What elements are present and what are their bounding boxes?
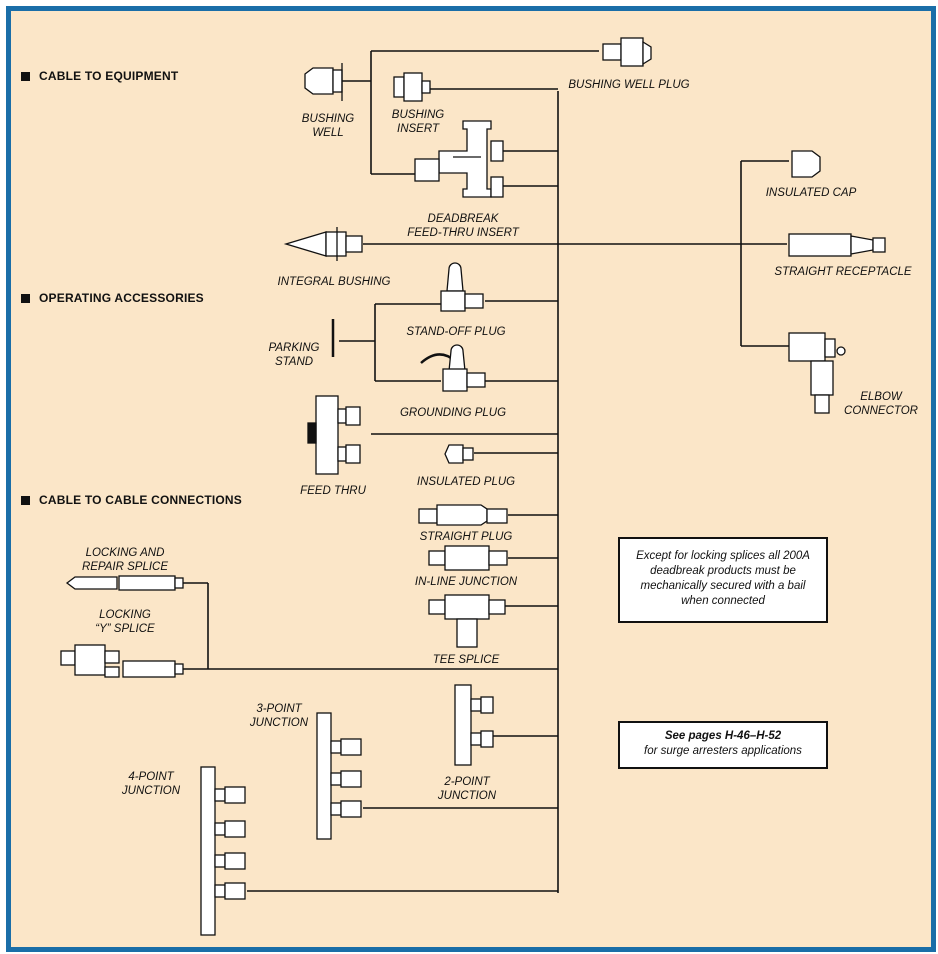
grounding-plug-part [420, 344, 486, 392]
section-cable-to-cable: CABLE TO CABLE CONNECTIONS [21, 493, 242, 507]
label-locking-repair-splice: LOCKING AND REPAIR SPLICE [81, 547, 169, 573]
bullet-square-icon [21, 294, 30, 303]
stand-off-plug-part [440, 262, 484, 312]
label-bushing-well-plug: BUSHING WELL PLUG [568, 79, 690, 91]
bullet-square-icon [21, 496, 30, 505]
insulated-plug-part [444, 444, 474, 464]
locking-y-splice-part [60, 644, 184, 678]
three-point-junction-part [316, 712, 362, 840]
bushing-well-part [304, 63, 343, 101]
section-operating-accessories: OPERATING ACCESSORIES [21, 291, 204, 305]
in-line-junction-part [428, 545, 508, 571]
label-locking-y-splice: LOCKING “Y” SPLICE [95, 609, 155, 635]
label-bushing-insert: BUSHING INSERT [391, 109, 445, 135]
label-straight-receptacle: STRAIGHT RECEPTACLE [774, 266, 912, 278]
label-elbow-connector: ELBOW CONNECTOR [844, 391, 918, 417]
section-cable-to-equipment: CABLE TO EQUIPMENT [21, 69, 178, 83]
four-point-junction-part [200, 766, 246, 936]
insulated-cap-part [791, 150, 821, 178]
label-insulated-plug: INSULATED PLUG [416, 476, 516, 488]
label-parking-stand: PARKING STAND [268, 342, 320, 368]
label-tee-splice: TEE SPLICE [432, 654, 500, 666]
label-4-point-junction: 4-POINT JUNCTION [121, 771, 181, 797]
connection-lines [60, 37, 886, 936]
straight-receptacle-part [788, 233, 886, 257]
label-in-line-junction: IN-LINE JUNCTION [414, 576, 518, 588]
surge-note-box: See pages H-46–H-52 for surge arresters … [618, 721, 828, 769]
two-point-junction-part [454, 684, 494, 766]
label-stand-off-plug: STAND-OFF PLUG [406, 326, 506, 338]
bushing-insert-part [393, 72, 431, 102]
integral-bushing-part [283, 227, 363, 261]
label-integral-bushing: INTEGRAL BUSHING [277, 276, 391, 288]
label-2-point-junction: 2-POINT JUNCTION [437, 776, 497, 802]
elbow-connector-part [788, 332, 846, 414]
section-title: CABLE TO EQUIPMENT [39, 69, 179, 83]
surge-note-subtitle: for surge arresters applications [644, 745, 802, 757]
bail-note-text: Except for locking splices all 200A dead… [636, 550, 810, 607]
section-title: OPERATING ACCESSORIES [39, 291, 204, 305]
label-grounding-plug: GROUNDING PLUG [399, 407, 507, 419]
tee-splice-part [428, 594, 506, 648]
label-deadbreak-feed-thru-insert: DEADBREAK FEED-THRU INSERT [407, 213, 519, 239]
diagram-frame: CABLE TO EQUIPMENT OPERATING ACCESSORIES… [6, 6, 936, 952]
label-feed-thru: FEED THRU [300, 485, 366, 497]
label-bushing-well: BUSHING WELL [301, 113, 355, 139]
section-title: CABLE TO CABLE CONNECTIONS [39, 493, 242, 507]
deadbreak-feed-thru-part [414, 120, 504, 198]
feed-thru-part [307, 395, 361, 475]
surge-note-title: See pages H-46–H-52 [664, 730, 782, 742]
locking-repair-splice-part [65, 575, 184, 591]
label-straight-plug: STRAIGHT PLUG [419, 531, 513, 543]
bullet-square-icon [21, 72, 30, 81]
label-insulated-cap: INSULATED CAP [765, 187, 857, 199]
bail-note-box: Except for locking splices all 200A dead… [618, 537, 828, 623]
label-3-point-junction: 3-POINT JUNCTION [249, 703, 309, 729]
straight-plug-part [418, 504, 508, 526]
bushing-well-plug-part [602, 37, 652, 67]
